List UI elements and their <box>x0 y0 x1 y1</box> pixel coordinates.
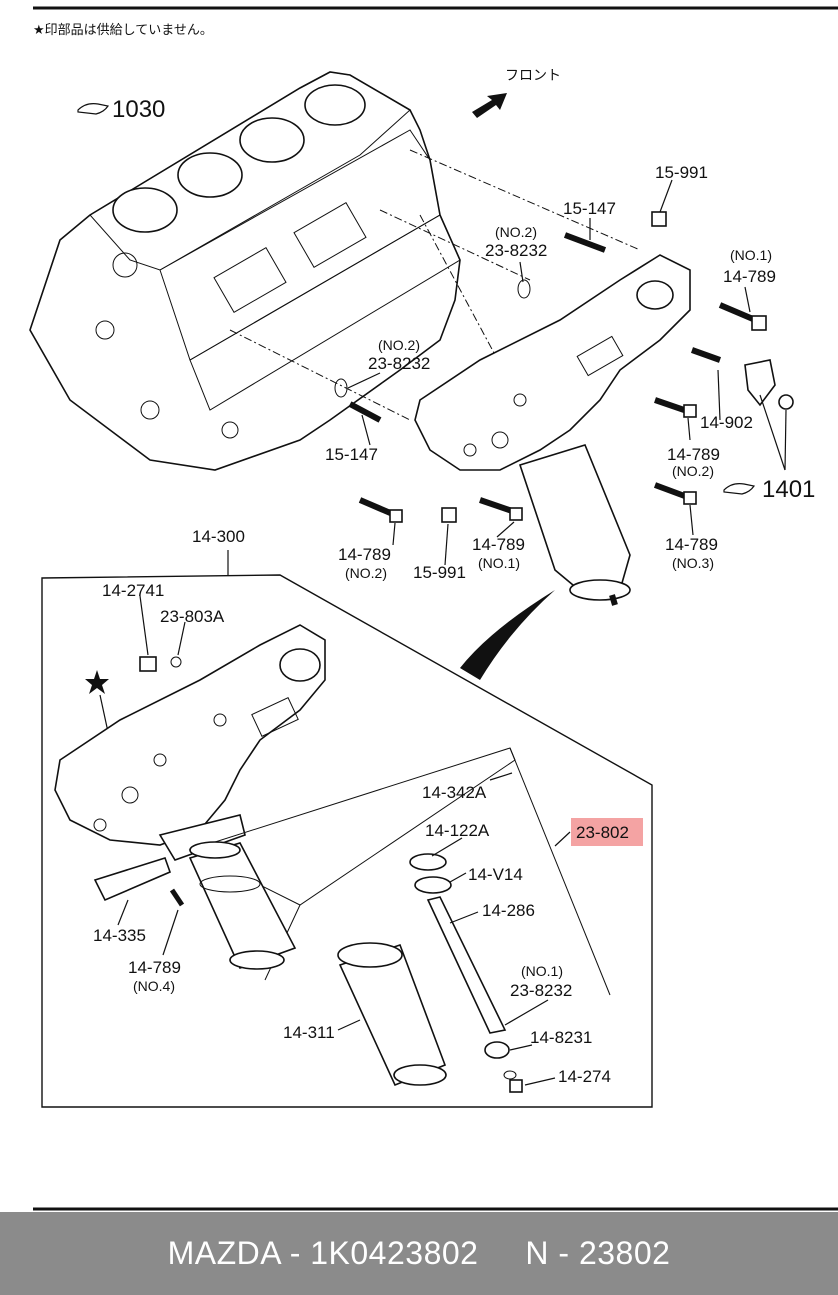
label-no2-d: (NO.2) <box>345 565 387 581</box>
leader-lines-upper <box>347 179 787 566</box>
label-15-147-top: 15-147 <box>563 199 616 218</box>
label-14-122a: 14-122A <box>425 821 490 840</box>
label-14-335: 14-335 <box>93 926 146 945</box>
leader-lines-detail <box>117 772 571 1086</box>
label-14-300: 14-300 <box>192 527 245 546</box>
label-14-789-e: 14-789 <box>665 535 718 554</box>
label-no4-f: (NO.4) <box>133 978 175 994</box>
front-arrow-icon <box>472 93 507 118</box>
label-23-8232-b: 23-8232 <box>368 354 430 373</box>
svg-text:1030: 1030 <box>112 96 165 123</box>
ref-1401: 1401 <box>723 476 815 503</box>
center-pipe <box>409 853 523 1093</box>
footer-bar: MAZDA - 1K0423802 N - 23802 <box>0 1212 838 1295</box>
label-23-8232-a: 23-8232 <box>485 241 547 260</box>
label-14-8231: 14-8231 <box>530 1028 592 1047</box>
label-no2-b: (NO.2) <box>378 337 420 353</box>
oil-filter-housing-upper <box>414 254 691 606</box>
filter-case <box>337 942 447 1087</box>
front-direction-label: フロント <box>505 67 561 83</box>
label-no1-a: (NO.1) <box>730 247 772 263</box>
header-note: ★印部品は供給していません。 <box>33 23 213 38</box>
svg-text:1401: 1401 <box>762 476 815 503</box>
highlight-23-802 <box>571 818 643 846</box>
label-no2-a: (NO.2) <box>495 224 537 240</box>
label-no3-e: (NO.3) <box>672 555 714 571</box>
engine-block <box>29 71 461 471</box>
label-23-803a: 23-803A <box>160 607 225 626</box>
label-no1-d: (NO.1) <box>478 555 520 571</box>
label-14-2741: 14-2741 <box>102 581 164 600</box>
label-14-v14: 14-V14 <box>468 865 523 884</box>
label-15-147-mid: 15-147 <box>325 445 378 464</box>
label-23-802: 23-802 <box>576 823 629 842</box>
detail-frame <box>41 574 653 1108</box>
label-no2-c: (NO.2) <box>672 463 714 479</box>
bracket-14-335 <box>93 857 185 907</box>
label-no1-g: (NO.1) <box>521 963 563 979</box>
parts-diagram: ★印部品は供給していません。 フロント 1030 <box>29 6 838 1211</box>
bolts-upper <box>334 211 794 523</box>
label-14-342a: 14-342A <box>422 783 487 802</box>
curved-arrow-icon <box>460 590 555 680</box>
label-23-8232-g: 23-8232 <box>510 981 572 1000</box>
label-14-311: 14-311 <box>283 1023 335 1042</box>
label-14-902: 14-902 <box>700 413 753 432</box>
label-14-789-b: 14-789 <box>667 445 720 464</box>
part-number-caption: MAZDA - 1K0423802 N - 23802 <box>167 1235 671 1271</box>
label-15-991-bot: 15-991 <box>413 563 466 582</box>
ref-1030: 1030 <box>77 96 165 123</box>
filter-element <box>188 841 297 970</box>
star-icon <box>85 670 109 694</box>
label-15-991-top: 15-991 <box>655 163 708 182</box>
label-14-789-d: 14-789 <box>472 535 525 554</box>
label-14-789-c: 14-789 <box>338 545 391 564</box>
label-14-286: 14-286 <box>482 901 535 920</box>
label-14-789-a: 14-789 <box>723 267 776 286</box>
oil-filter-housing-detail <box>54 624 326 861</box>
label-14-789-f: 14-789 <box>128 958 181 977</box>
label-14-274: 14-274 <box>558 1067 611 1086</box>
